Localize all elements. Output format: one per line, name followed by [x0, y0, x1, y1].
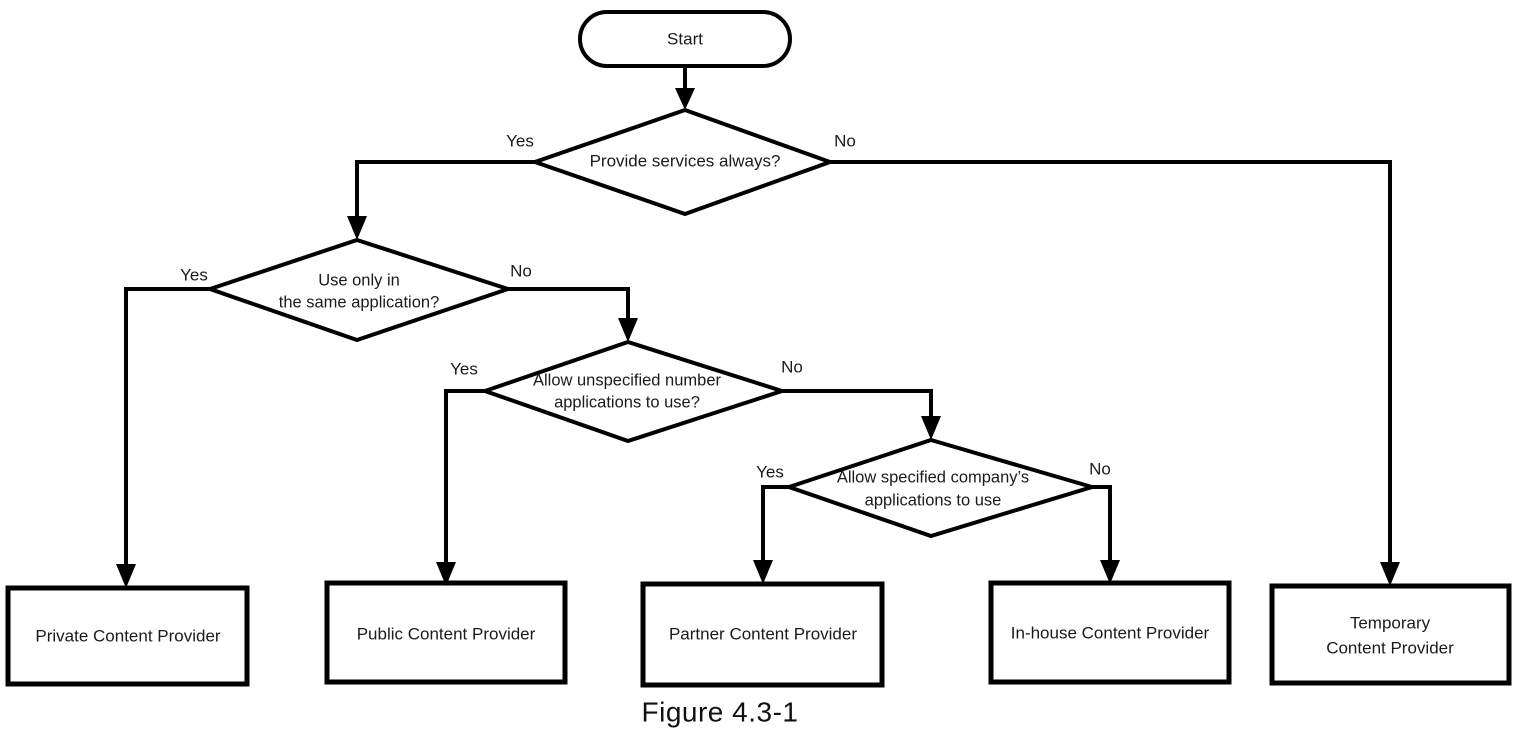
edge-label-layer: Yes No Yes No Yes No Yes No — [180, 131, 1111, 481]
decision4-label-line1: Allow specified company’s — [837, 468, 1029, 486]
public-box-label: Public Content Provider — [357, 624, 536, 643]
edge-label-decision2-yes: Yes — [180, 265, 208, 284]
temporary-box-label-line2: Content Provider — [1326, 638, 1454, 657]
partner-box-shape — [640, 581, 885, 688]
edge-decision4-yes-to-partner — [753, 485, 789, 584]
decision2-label-line2: the same application? — [279, 293, 440, 311]
start-shape — [578, 10, 792, 68]
decision2-label-line1: Use only in — [318, 271, 400, 289]
inhouse-box-shape — [988, 580, 1232, 685]
edge-decision2-yes-to-private — [116, 287, 210, 588]
decision1-shape — [528, 107, 836, 217]
edge-start-to-decision1 — [675, 65, 695, 110]
temporary-box-label-line1: Temporary — [1350, 613, 1431, 632]
public-box-shape — [324, 580, 568, 685]
edge-label-decision4-no: No — [1089, 459, 1111, 478]
decision4-shape — [782, 437, 1100, 539]
edge-label-decision4-yes: Yes — [756, 462, 784, 481]
node-result-partner-content-provider[interactable]: Partner Content Provider — [640, 581, 885, 688]
node-result-inhouse-content-provider[interactable]: In-house Content Provider — [988, 580, 1232, 685]
connector-layer — [116, 65, 1400, 588]
edge-decision1-no-to-temporary — [830, 160, 1400, 586]
node-decision-provide-services-always[interactable]: Provide services always? — [528, 107, 836, 217]
figure-caption: Figure 4.3-1 — [642, 696, 799, 727]
edge-decision2-no-to-decision3 — [508, 287, 638, 342]
edge-decision4-no-to-inhouse — [1092, 485, 1120, 584]
edge-label-decision1-yes: Yes — [506, 131, 534, 150]
decision1-label: Provide services always? — [590, 151, 781, 170]
edge-decision3-no-to-decision4 — [782, 389, 941, 440]
decision4-label-line2: applications to use — [865, 491, 1002, 509]
edge-label-decision2-no: No — [510, 261, 532, 280]
decision2-shape — [203, 237, 515, 343]
temporary-box-shape — [1269, 583, 1512, 686]
decision3-label-line2: applications to use? — [554, 393, 700, 411]
inhouse-box-label: In-house Content Provider — [1011, 623, 1210, 642]
edge-label-decision3-no: No — [781, 357, 803, 376]
decision3-shape — [478, 339, 789, 444]
edge-decision1-yes-to-decision2 — [347, 160, 535, 240]
partner-box-label: Partner Content Provider — [669, 624, 857, 643]
edge-label-decision3-yes: Yes — [450, 359, 478, 378]
node-decision-allow-unspecified-number[interactable]: Allow unspecified number applications to… — [478, 339, 789, 444]
node-result-private-content-provider[interactable]: Private Content Provider — [5, 585, 250, 687]
node-start[interactable]: Start — [578, 10, 792, 68]
decision3-label-line1: Allow unspecified number — [533, 371, 722, 389]
node-decision-use-only-same-application[interactable]: Use only in the same application? — [203, 237, 515, 343]
start-label: Start — [667, 29, 703, 48]
node-result-public-content-provider[interactable]: Public Content Provider — [324, 580, 568, 685]
edge-label-decision1-no: No — [834, 131, 856, 150]
private-box-shape — [5, 585, 250, 687]
private-box-label: Private Content Provider — [35, 626, 221, 645]
edge-decision3-yes-to-public — [436, 389, 485, 586]
node-decision-allow-specified-company[interactable]: Allow specified company’s applications t… — [782, 437, 1100, 539]
node-result-temporary-content-provider[interactable]: Temporary Content Provider — [1269, 583, 1512, 686]
